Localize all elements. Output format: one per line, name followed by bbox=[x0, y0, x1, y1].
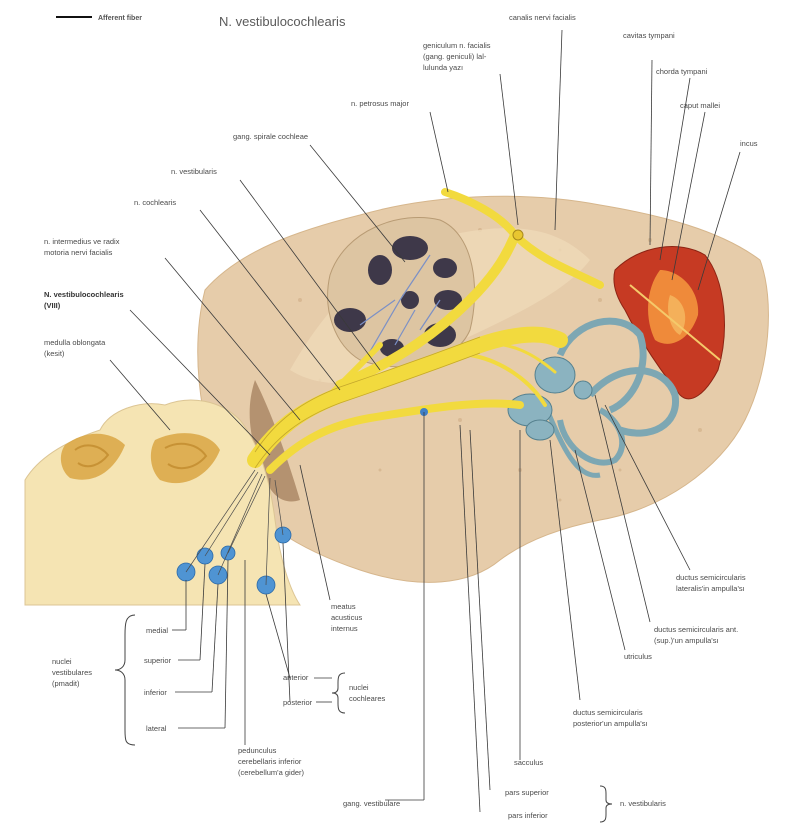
label-meatus-1: meatus bbox=[331, 602, 356, 611]
brace-nuclei-cochleares bbox=[332, 673, 345, 713]
label-caput-mallei: caput mallei bbox=[680, 101, 720, 110]
label-nuclei-vestibulares-1: nuclei bbox=[52, 657, 72, 666]
legend-label: Afferent fiber bbox=[98, 15, 142, 22]
label-lateral: lateral bbox=[146, 724, 167, 733]
label-nuclei-cochleares-1: nuclei bbox=[349, 683, 369, 692]
label-geniculum-1: geniculum n. facialis bbox=[423, 41, 491, 50]
label-n-petrosus-major: n. petrosus major bbox=[351, 99, 409, 108]
label-ductus-lateralis-1: ductus semicircularis bbox=[676, 573, 746, 582]
label-superior: superior bbox=[144, 656, 172, 665]
label-n-cochlearis: n. cochlearis bbox=[134, 198, 176, 207]
label-meatus-3: internus bbox=[331, 624, 358, 633]
label-n-vestibulocochlearis-1: N. vestibulocochlearis bbox=[44, 290, 124, 299]
label-medulla-1: medulla oblongata bbox=[44, 338, 106, 347]
label-meatus-2: acusticus bbox=[331, 613, 363, 622]
label-n-vestibularis: n. vestibularis bbox=[171, 167, 217, 176]
label-ductus-posterior-1: ductus semicircularis bbox=[573, 708, 643, 717]
diagram-title: N. vestibulocochlearis bbox=[219, 14, 346, 29]
label-ductus-lateralis-2: lateralis'in ampulla'sı bbox=[676, 584, 745, 593]
label-gang-spirale: gang. spirale cochleae bbox=[233, 132, 308, 141]
label-pars-inferior: pars inferior bbox=[508, 811, 548, 820]
label-n-vestibularis-bottom: n. vestibularis bbox=[620, 799, 666, 808]
label-medial: medial bbox=[146, 626, 168, 635]
label-nuclei-vestibulares-2: vestibulares bbox=[52, 668, 92, 677]
label-n-intermedius-1: n. intermedius ve radix bbox=[44, 237, 120, 246]
label-geniculum-2: (gang. geniculi) lal- bbox=[423, 52, 487, 61]
label-n-intermedius-2: motoria nervi facialis bbox=[44, 248, 113, 257]
label-posterior: posterior bbox=[283, 698, 313, 707]
label-nuclei-vestibulares-3: (pmadit) bbox=[52, 679, 80, 688]
brace-nuclei-vestibulares bbox=[115, 615, 135, 745]
label-inferior: inferior bbox=[144, 688, 167, 697]
label-canalis-facialis: canalis nervi facialis bbox=[509, 13, 576, 22]
label-cavitas-tympani: cavitas tympani bbox=[623, 31, 675, 40]
label-pars-superior: pars superior bbox=[505, 788, 549, 797]
label-ductus-anterior-1: ductus semicircularis ant. bbox=[654, 625, 738, 634]
label-n-vestibulocochlearis-2: (VIII) bbox=[44, 301, 61, 310]
illustration bbox=[25, 192, 768, 605]
label-ductus-posterior-2: posterior'un ampulla'sı bbox=[573, 719, 648, 728]
brace-n-vestibularis bbox=[600, 786, 612, 822]
label-pedunculus-3: (cerebellum'a gider) bbox=[238, 768, 305, 777]
label-pedunculus-2: cerebellaris inferior bbox=[238, 757, 302, 766]
label-utriculus: utriculus bbox=[624, 652, 652, 661]
label-ductus-anterior-2: (sup.)'un ampulla'sı bbox=[654, 636, 719, 645]
label-anterior: anterior bbox=[283, 673, 309, 682]
label-medulla-2: (kesit) bbox=[44, 349, 65, 358]
label-incus: incus bbox=[740, 139, 758, 148]
label-nuclei-cochleares-2: cochleares bbox=[349, 694, 386, 703]
label-geniculum-3: lulunda yazı bbox=[423, 63, 463, 72]
gang-geniculi-dot bbox=[513, 230, 523, 240]
label-chorda-tympani: chorda tympani bbox=[656, 67, 708, 76]
label-sacculus: sacculus bbox=[514, 758, 543, 767]
label-pedunculus-1: pedunculus bbox=[238, 746, 277, 755]
